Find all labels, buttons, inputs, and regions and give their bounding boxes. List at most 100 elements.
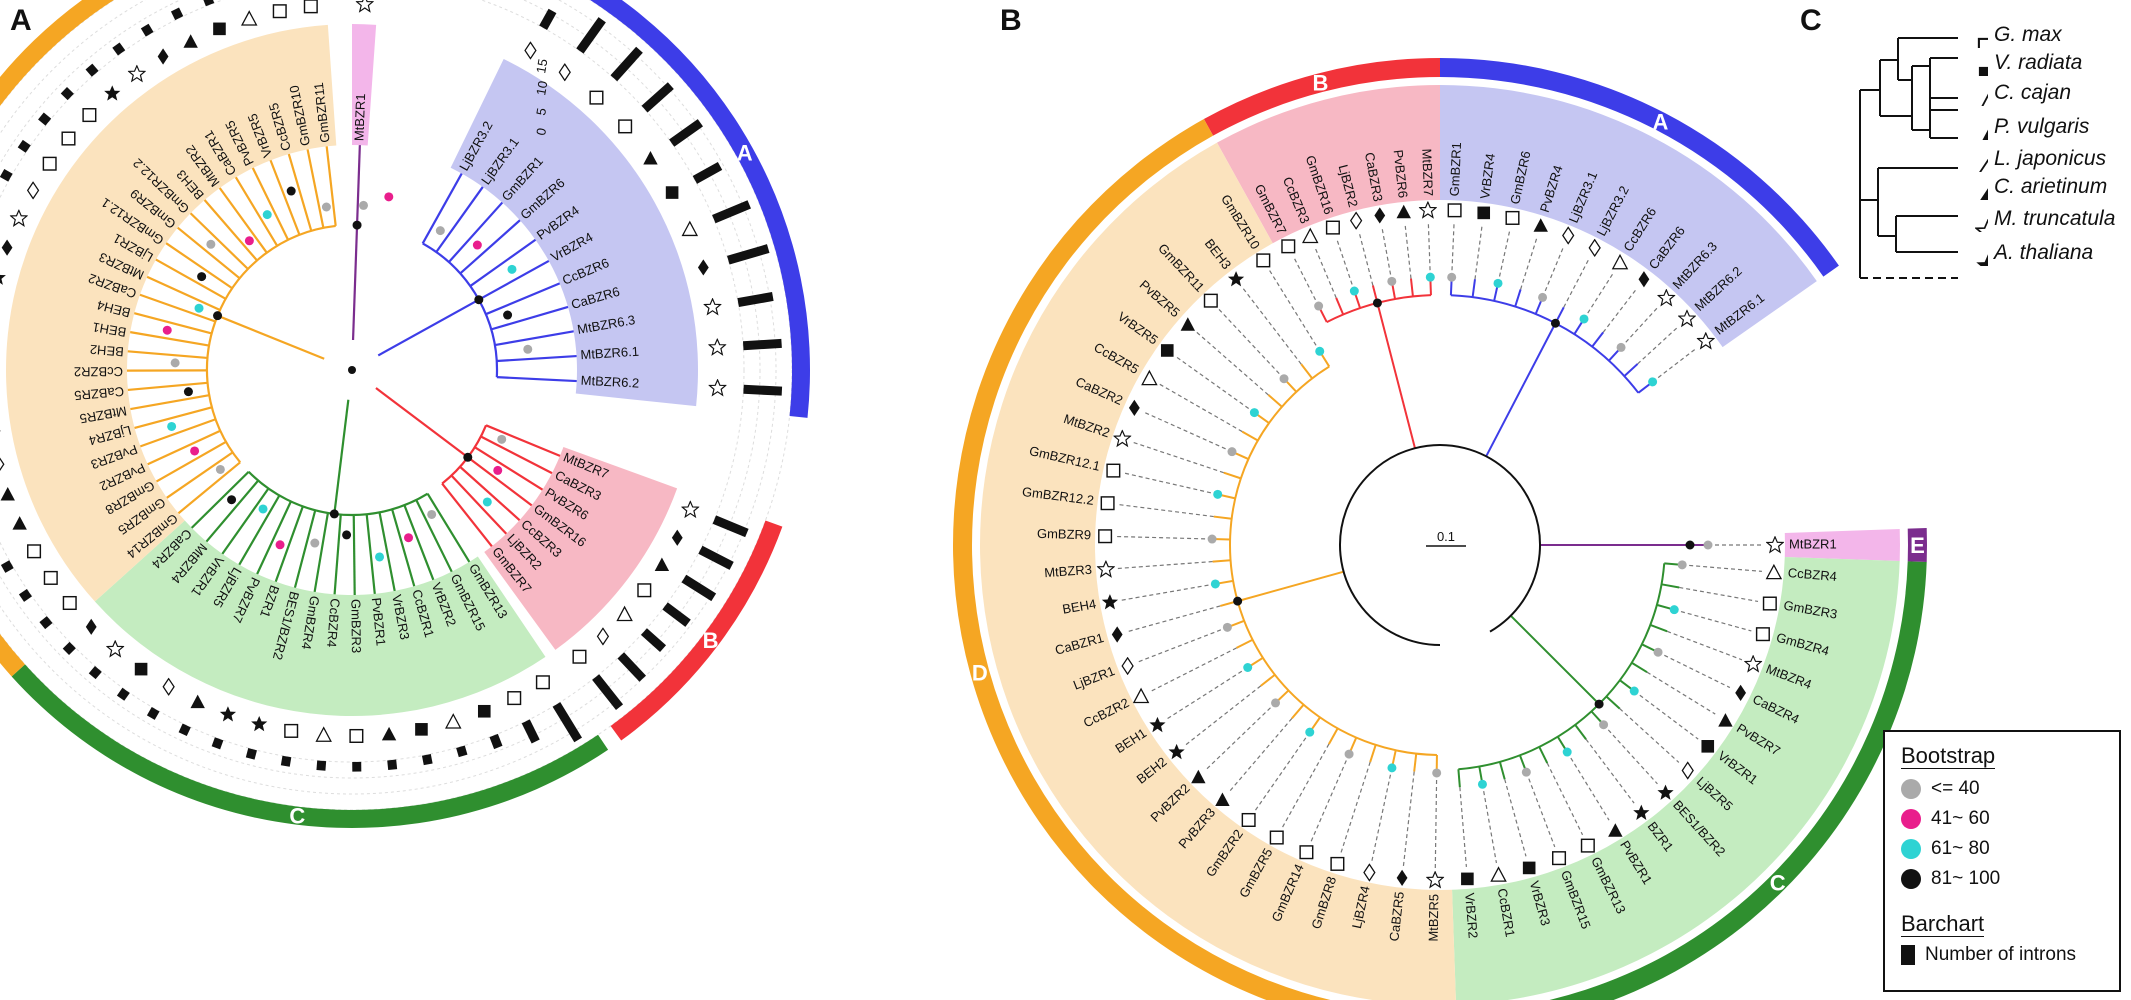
leaf-label: MtBZR6.2 xyxy=(580,373,639,391)
panel-c-label: C xyxy=(1800,4,1822,37)
triangle-open-icon xyxy=(616,606,633,622)
bootstrap-dot xyxy=(1271,698,1281,708)
branch xyxy=(474,446,544,491)
square-open-icon xyxy=(637,583,652,598)
leaf-label: MtBZR1 xyxy=(351,93,368,141)
leaf-label: CcBZR4 xyxy=(324,598,343,648)
intron-bar xyxy=(38,112,52,126)
leader-line xyxy=(1427,222,1431,278)
branch xyxy=(496,354,577,363)
root-arc xyxy=(1339,444,1541,646)
species-row: A. thaliana xyxy=(1962,240,2093,266)
star-open-icon xyxy=(1426,871,1444,888)
leader-line xyxy=(1314,246,1337,299)
leaf-label: CcBZR4 xyxy=(1787,565,1837,584)
clade-ring-A xyxy=(1440,58,1839,277)
bootstrap-dot xyxy=(523,344,533,354)
leader-line xyxy=(1117,535,1213,540)
leaf-label: MtBZR6.1 xyxy=(580,344,639,363)
intron-bar xyxy=(692,162,723,184)
branch xyxy=(391,509,416,587)
diamond-filled-icon xyxy=(1962,174,1988,200)
species-name: A. thaliana xyxy=(1994,241,2094,264)
diamond-open-icon xyxy=(596,627,609,646)
bootstrap-legend-title: Bootstrap xyxy=(1901,743,1996,769)
branch xyxy=(146,275,221,311)
leader-line xyxy=(1620,306,1659,348)
square-filled-icon xyxy=(1477,206,1491,220)
species-name: M. truncatula xyxy=(1994,207,2116,230)
square-open-icon xyxy=(1755,627,1770,642)
triangle-open-icon xyxy=(1962,80,1988,106)
triangle-open-icon xyxy=(681,221,698,237)
branch xyxy=(415,499,453,573)
branch xyxy=(190,470,250,529)
bootstrap-dot xyxy=(258,504,268,514)
square-open-icon xyxy=(535,675,550,690)
intron-bar xyxy=(17,139,31,153)
intron-bar xyxy=(743,384,783,396)
diamond-filled-icon xyxy=(671,529,683,546)
triangle-filled-icon xyxy=(183,34,198,48)
bootstrap-dot xyxy=(213,311,223,321)
stem xyxy=(375,387,469,459)
clade-ring-D xyxy=(0,0,114,677)
branch xyxy=(203,199,258,262)
bootstrap-dot xyxy=(1685,540,1695,550)
bootstrap-dot xyxy=(1344,749,1354,759)
square-open-icon xyxy=(572,649,587,664)
leader-line xyxy=(1497,229,1511,284)
leader-line xyxy=(1542,246,1565,298)
leader-line xyxy=(1185,685,1262,746)
branch xyxy=(1409,278,1414,297)
leader-line xyxy=(1293,256,1320,307)
square-open-icon xyxy=(1106,463,1121,478)
branch xyxy=(147,429,221,466)
intron-bar xyxy=(727,244,770,265)
clade-ring-label: D xyxy=(972,661,988,686)
branch xyxy=(1631,661,1648,674)
star-open-icon xyxy=(1657,289,1676,306)
leader-line xyxy=(1371,767,1393,861)
leader-line xyxy=(1255,731,1311,811)
leaf-label: MtBZR7 xyxy=(1419,148,1436,196)
triangle-filled-icon xyxy=(1608,823,1623,837)
bootstrap-dot-icon xyxy=(1901,839,1921,859)
bootstrap-dot xyxy=(1447,272,1457,282)
branch xyxy=(256,501,292,575)
leaf-label: PvBZR6 xyxy=(1391,149,1411,199)
leader-line xyxy=(1269,270,1321,352)
species-row: C. arietinum xyxy=(1962,174,2107,200)
bootstrap-dot xyxy=(507,264,517,274)
bootstrap-dot xyxy=(1669,605,1679,615)
branch xyxy=(1538,746,1549,764)
intron-bar xyxy=(140,23,154,37)
bootstrap-legend-label: <= 40 xyxy=(1931,778,1980,799)
star-open-icon xyxy=(1113,430,1131,447)
leaf-label: MtBZR5 xyxy=(1426,894,1442,942)
diamond-filled-icon xyxy=(157,48,169,65)
leaf-label: GmBZR9 xyxy=(1037,526,1092,542)
triangle-open-icon xyxy=(445,713,462,729)
clade-ring-B xyxy=(610,520,783,741)
star-open-icon xyxy=(708,379,727,396)
species-row: L. japonicus xyxy=(1962,146,2106,172)
star-open-icon xyxy=(703,298,722,315)
bootstrap-dot xyxy=(1315,346,1325,356)
star-filled-icon xyxy=(1657,784,1674,800)
bootstrap-dot xyxy=(190,446,200,456)
branch xyxy=(177,226,241,280)
triangle-filled-icon xyxy=(1396,204,1411,219)
square-open-icon xyxy=(1098,529,1113,544)
square-open-icon xyxy=(1580,838,1595,853)
square-open-icon xyxy=(1505,210,1520,225)
intron-bar xyxy=(85,63,99,77)
branch xyxy=(441,482,493,547)
triangle-filled-icon xyxy=(1718,713,1733,727)
branch xyxy=(496,376,577,383)
square-open-icon xyxy=(1281,239,1296,254)
branch xyxy=(1335,297,1345,315)
triangle-filled-icon xyxy=(1533,218,1548,232)
clade-band-E xyxy=(352,24,377,146)
leader-line xyxy=(1657,651,1731,689)
